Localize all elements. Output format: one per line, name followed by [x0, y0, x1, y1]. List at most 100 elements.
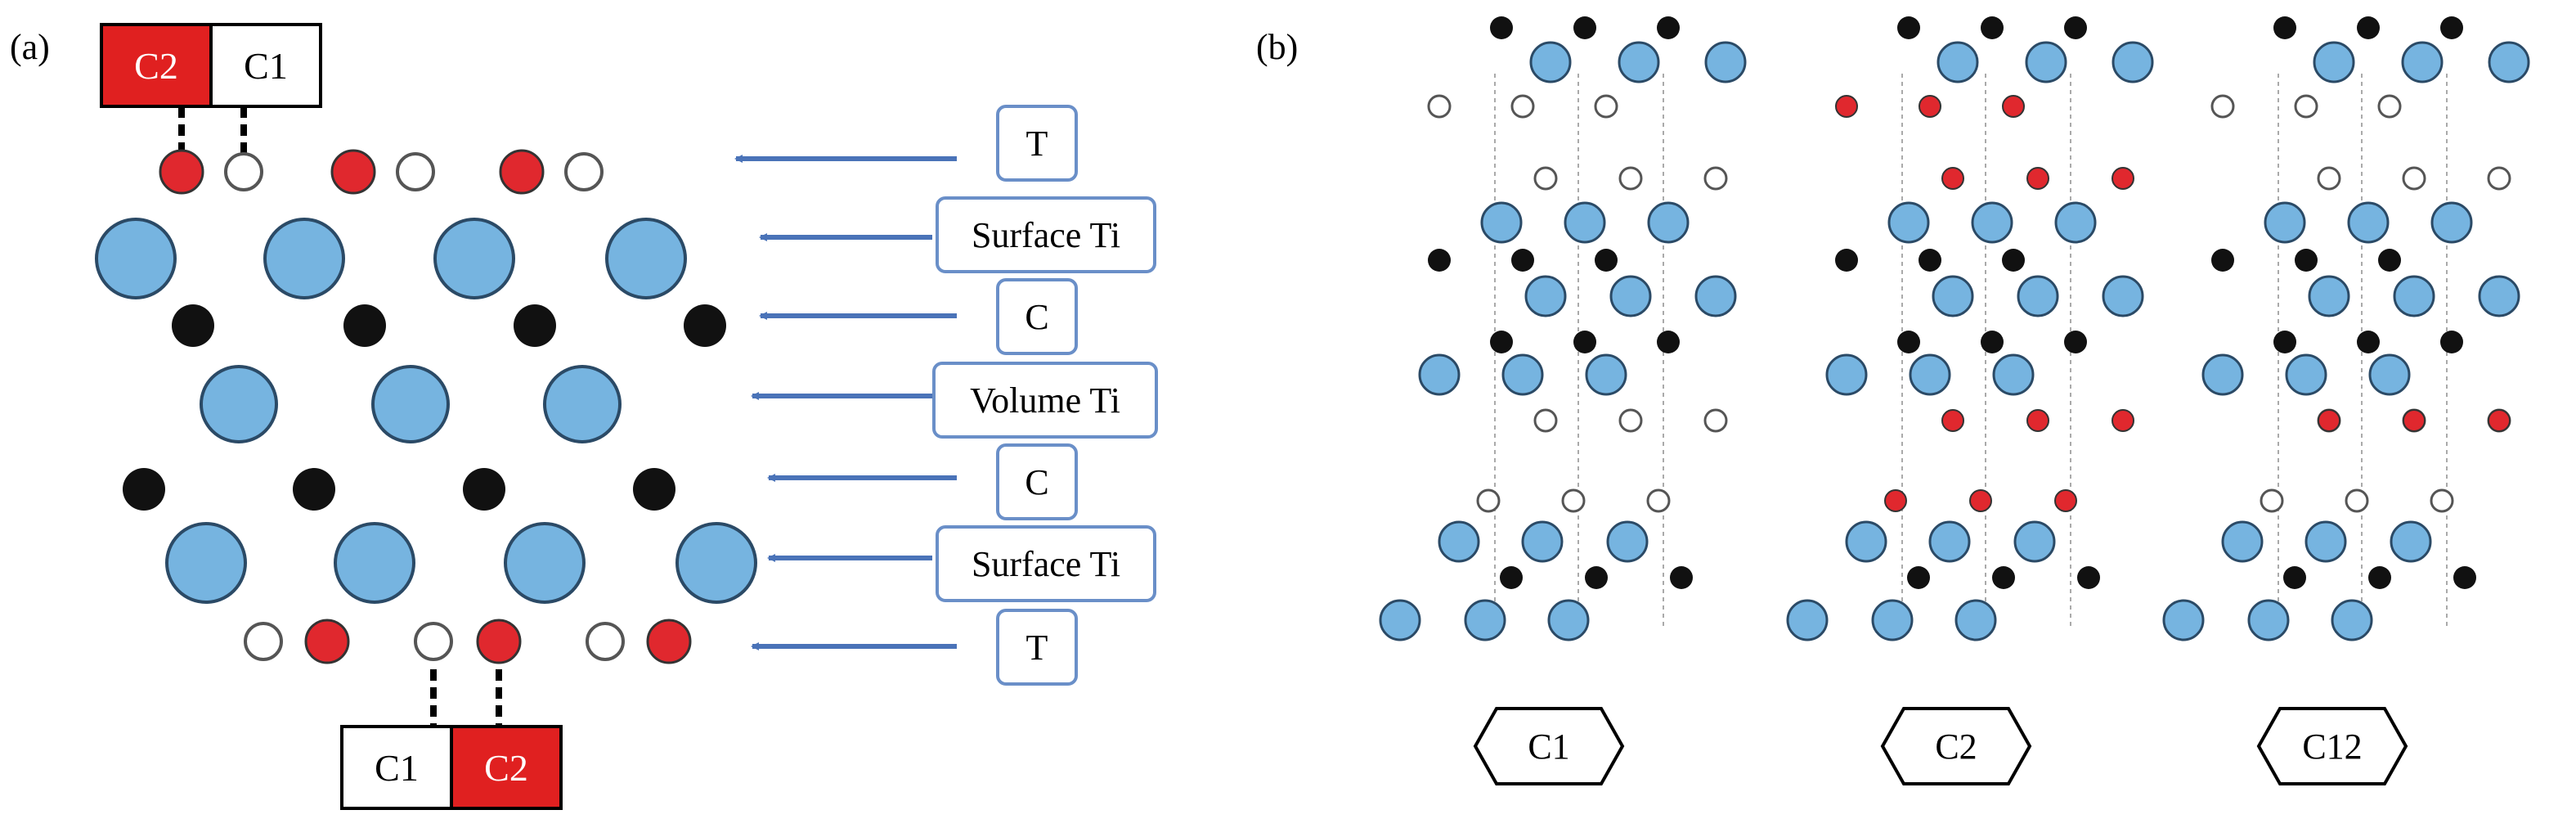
c2-structure-ti-atom	[2054, 201, 2097, 244]
label-box-t-top	[996, 105, 1078, 182]
c12-structure-white-site-atom	[2260, 488, 2284, 513]
c1-structure-ti-atom	[1521, 520, 1564, 563]
c12-structure-carbon-atom	[2368, 566, 2391, 589]
c2-structure-ti-atom	[1786, 599, 1829, 641]
surface-ti-atom-bottom	[165, 522, 247, 604]
c1-structure-carbon-atom	[1490, 16, 1513, 39]
c2-structure-ti-atom	[1971, 201, 2013, 244]
c12-structure-ti-atom	[2264, 201, 2306, 244]
config-c2-hexagon	[1880, 707, 2032, 785]
bottom-site-legend: C1 C2	[340, 669, 563, 810]
c2-structure-carbon-atom	[1897, 331, 1920, 353]
c1-structure-white-site-atom	[1646, 488, 1671, 513]
c12-structure-carbon-atom	[2211, 249, 2234, 272]
c2-structure-ti-atom	[1928, 520, 1971, 563]
bottom-c2-text: C2	[484, 747, 528, 789]
c12-structure-ti-atom	[2201, 353, 2244, 396]
c12-structure-ti-atom	[2393, 275, 2435, 317]
c2-structure-red-site-atom	[2026, 167, 2049, 190]
c12-structure-carbon-atom	[2357, 16, 2380, 39]
c1-structure-ti-atom	[1480, 201, 1523, 244]
bottom-red-site-atom	[476, 619, 522, 664]
c2-structure-ti-atom	[1992, 353, 2035, 396]
bottom-c1-text: C1	[375, 747, 419, 789]
config-labels: C1 C2 C12	[1473, 707, 2408, 785]
c2-structure-carbon-atom	[1897, 16, 1920, 39]
bottom-white-site-atom	[244, 622, 283, 661]
c1-structure-carbon-atom	[1657, 331, 1680, 353]
c1-structure-ti-atom	[1529, 41, 1572, 83]
label-box-c-lower	[996, 443, 1078, 520]
bottom-red-site-atom	[304, 619, 350, 664]
c1-structure-white-site-atom	[1703, 166, 1728, 191]
c2-structure-carbon-atom	[2064, 331, 2087, 353]
surface-ti-atom-top	[605, 218, 687, 299]
c2-structure-carbon-atom	[1981, 331, 2004, 353]
c12-structure-red-site-atom	[2403, 409, 2426, 432]
c12-structure-white-site-atom	[2402, 166, 2426, 191]
c1-structure-white-site-atom	[1561, 488, 1586, 513]
top-c1-text: C1	[244, 45, 288, 87]
c2-structure-red-site-atom	[1969, 489, 1992, 512]
c1-structure-white-site-atom	[1533, 166, 1558, 191]
c2-structure-ti-atom	[2013, 520, 2056, 563]
c1-structure-ti-atom	[1704, 41, 1747, 83]
c1-structure-ti-atom	[1379, 599, 1421, 641]
c1-structure-ti-atom	[1501, 353, 1544, 396]
c12-structure-carbon-atom	[2357, 331, 2380, 353]
config-c1-label: C1	[1528, 727, 1569, 767]
c1-structure-carbon-atom	[1573, 331, 1596, 353]
c1-structure-ti-atom	[1524, 275, 1567, 317]
top-white-site-atom	[396, 152, 435, 191]
c12-structure-carbon-atom	[2440, 331, 2463, 353]
panel-b-label: (b)	[1256, 27, 1298, 67]
c2-structure-red-site-atom	[1941, 409, 1964, 432]
label-volume-ti: Volume Ti	[970, 380, 1120, 421]
c1-structure-ti-atom	[1564, 201, 1606, 244]
top-white-site-atom	[564, 152, 604, 191]
c1-structure-carbon-atom	[1490, 331, 1513, 353]
c12-structure-carbon-atom	[2440, 16, 2463, 39]
c2-structure-red-site-atom	[1835, 95, 1858, 118]
c1-structure-white-site-atom	[1427, 94, 1452, 119]
c1-structure-carbon-atom	[1573, 16, 1596, 39]
carbon-atom-upper	[684, 304, 726, 347]
c2-structure-red-site-atom	[1941, 167, 1964, 190]
carbon-atom-lower	[123, 468, 165, 511]
c2-structure-ti-atom	[1825, 353, 1868, 396]
label-t-bottom: T	[1026, 628, 1048, 668]
c12-structure-white-site-atom	[2317, 166, 2341, 191]
c1-structure-carbon-atom	[1585, 566, 1608, 589]
layer-arrows	[734, 155, 957, 650]
top-red-site-atom	[159, 149, 204, 195]
c2-structure-carbon-atom	[1992, 566, 2015, 589]
label-box-volume-ti	[932, 362, 1158, 439]
c12-structure-ti-atom	[2368, 353, 2411, 396]
carbon-atom-lower	[633, 468, 675, 511]
panel-a: (a) C2 C1 C1 C2	[10, 23, 1158, 810]
config-c2-label: C2	[1935, 727, 1977, 767]
c12-structure-red-site-atom	[2488, 409, 2511, 432]
c1-structure-carbon-atom	[1428, 249, 1451, 272]
volume-ti-atom	[200, 365, 278, 443]
label-c-lower: C	[1025, 462, 1048, 502]
label-box-c-upper	[996, 278, 1078, 355]
c1-structure-ti-atom	[1464, 599, 1506, 641]
c2-structure-red-site-atom	[2112, 409, 2134, 432]
panel-a-label: (a)	[10, 27, 50, 67]
carbon-atom-lower	[293, 468, 335, 511]
c12-structure-carbon-atom	[2378, 249, 2401, 272]
c1-structure-white-site-atom	[1533, 408, 1558, 433]
label-t-top: T	[1026, 124, 1048, 164]
c1-structure-ti-atom	[1618, 41, 1660, 83]
c1-structure-ti-atom	[1647, 201, 1690, 244]
c2-structure-carbon-atom	[2002, 249, 2025, 272]
c1-structure-white-site-atom	[1476, 488, 1501, 513]
bottom-c1-box	[340, 725, 453, 810]
c2-structure-ti-atom	[1936, 41, 1979, 83]
c1-structure-white-site-atom	[1510, 94, 1535, 119]
c12-structure-white-site-atom	[2487, 166, 2511, 191]
c2-structure-carbon-atom	[1981, 16, 2004, 39]
surface-ti-atom-top	[95, 218, 177, 299]
c12-structure-carbon-atom	[2273, 331, 2296, 353]
